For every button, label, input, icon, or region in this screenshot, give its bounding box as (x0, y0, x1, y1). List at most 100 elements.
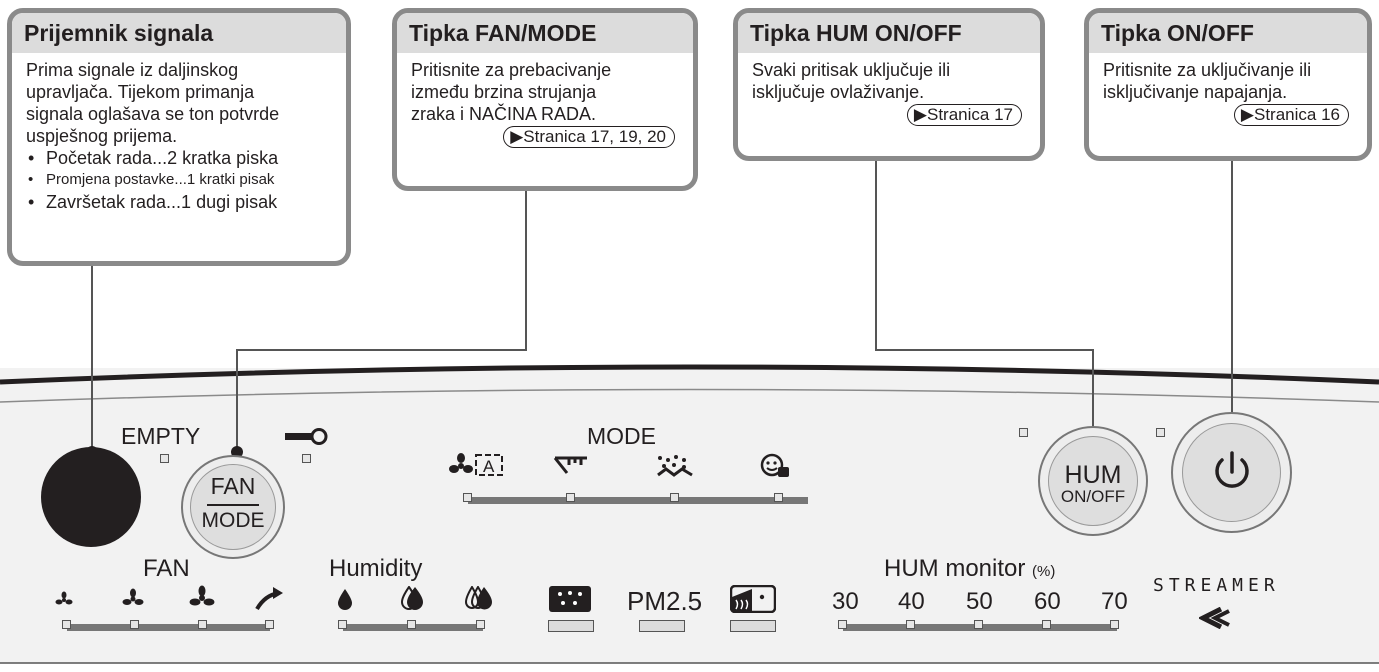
callout-bullet: Početak rada...2 kratka piska (26, 147, 334, 169)
humidity-low-drop-icon (338, 589, 352, 610)
callout-hum-onoff: Tipka HUM ON/OFF Svaki pritisak uključuj… (733, 8, 1045, 161)
mode-indicator (774, 493, 783, 502)
callout-line: signala oglašava se ton potvrde (26, 104, 280, 124)
mode-label: MODE (587, 423, 656, 449)
hum-onoff-button[interactable]: HUM ON/OFF (1038, 426, 1148, 536)
callout-line: zraka i NAČINA RADA. (411, 104, 597, 124)
hum-monitor-indicator (906, 620, 915, 629)
power-icon (1215, 451, 1249, 488)
callout-title: Tipka HUM ON/OFF (738, 13, 1040, 53)
pm25-lamp (639, 620, 685, 632)
dust-sensor-lamp (548, 620, 594, 632)
fan-mode-button[interactable]: FAN MODE (181, 455, 285, 559)
key-lock-icon (285, 428, 328, 445)
callout-line: upravljača. Tijekom primanja (26, 82, 255, 102)
callout-bullet: Promjena postavke...1 kratki pisak (26, 169, 334, 191)
mode-indicator (566, 493, 575, 502)
pollen-icon (553, 456, 587, 474)
fan-auto-icon: A (449, 453, 503, 476)
svg-text:A: A (483, 457, 495, 476)
hum-onoff-button-face[interactable] (1048, 436, 1138, 526)
dust-sensor-icon (549, 586, 591, 612)
hum-value: 50 (966, 588, 993, 615)
hum-monitor-unit: (%) (1032, 563, 1056, 580)
hum-monitor-indicator (974, 620, 983, 629)
hum-monitor-indicator (1110, 620, 1119, 629)
callout-body: Svaki pritisak uključuje ili isključuje … (738, 53, 1040, 126)
humidity-label: Humidity (329, 555, 423, 582)
callout-line: Svaki pritisak uključuje ili (752, 60, 951, 80)
empty-indicator (160, 454, 169, 463)
fan-indicator-bar (67, 624, 270, 631)
callout-title: Tipka ON/OFF (1089, 13, 1367, 53)
fan-mode-button-top: FAN (210, 473, 256, 499)
empty-label: EMPTY (121, 423, 201, 449)
fan-standard-icon (189, 585, 215, 606)
pm25-label: PM2.5 (627, 586, 703, 616)
humidity-indicator (476, 620, 485, 629)
leader-line-fan (236, 191, 527, 452)
fan-low-icon (122, 588, 144, 605)
callout-body: Prima signale iz daljinskog upravljača. … (12, 53, 346, 213)
panel-top-edge (0, 364, 1379, 385)
odor-sensor-icon (730, 585, 776, 613)
hum-monitor-label: HUM monitor (%) (884, 555, 1055, 583)
page-reference: ▶Stranica 17 (906, 104, 1022, 126)
humidity-indicator (338, 620, 347, 629)
odor-sensor-lamp (730, 620, 776, 632)
callout-title: Tipka FAN/MODE (397, 13, 693, 53)
fan-indicator (265, 620, 274, 629)
humidity-high-drop-icon (464, 586, 492, 610)
mode-indicator (463, 493, 472, 502)
hum-monitor-indicator (1042, 620, 1051, 629)
leader-line-hum (875, 161, 1094, 452)
power-button[interactable] (1171, 412, 1292, 533)
callout-line: isključuje ovlaživanje. (752, 82, 925, 102)
dust-icon (657, 455, 693, 477)
callout-signal-receiver: Prijemnik signala Prima signale iz dalji… (7, 8, 351, 266)
page-reference: ▶Stranica 16 (1233, 104, 1349, 126)
hum-monitor-title: HUM monitor (884, 555, 1026, 582)
mode-indicator-bar (468, 497, 808, 504)
panel-top-edge-inner (0, 388, 1379, 403)
callout-line: Pritisnite za uključivanje ili (1103, 60, 1312, 80)
fan-indicator (130, 620, 139, 629)
callout-line: Pritisnite za prebacivanje (411, 60, 612, 80)
callout-power-onoff: Tipka ON/OFF Pritisnite za uključivanje … (1084, 8, 1372, 161)
streamer-label: STREAMER (1153, 575, 1280, 596)
hum-value: 60 (1034, 588, 1061, 615)
fan-label: FAN (143, 555, 190, 582)
hum-value: 70 (1101, 588, 1128, 615)
hum-indicator (1019, 428, 1028, 437)
power-indicator (1156, 428, 1165, 437)
callout-fan-mode: Tipka FAN/MODE Pritisnite za prebacivanj… (392, 8, 698, 191)
power-button-face[interactable] (1182, 423, 1281, 522)
hum-onoff-button-bottom: ON/OFF (1060, 487, 1126, 506)
daikin-logo-icon (1199, 607, 1230, 629)
page-reference: ▶Stranica 17, 19, 20 (503, 126, 675, 148)
callout-line: Prima signale iz daljinskog (26, 60, 239, 80)
callout-title: Prijemnik signala (12, 13, 346, 53)
callout-line: isključivanje napajanja. (1103, 82, 1288, 102)
hum-value: 40 (898, 588, 925, 615)
hum-onoff-button-top: HUM (1064, 461, 1122, 489)
mode-indicator (670, 493, 679, 502)
callout-line: uspješnog prijema. (26, 126, 178, 146)
fan-quiet-icon (55, 591, 73, 605)
fan-mode-button-face[interactable] (190, 464, 276, 550)
callout-body: Pritisnite za prebacivanje između brzina… (397, 53, 693, 148)
fan-indicator (62, 620, 71, 629)
key-lock-indicator (302, 454, 311, 463)
fan-mode-button-bottom: MODE (201, 509, 265, 532)
humidity-indicator (407, 620, 416, 629)
hum-value: 30 (832, 588, 859, 615)
hum-monitor-indicator (838, 620, 847, 629)
callout-line: između brzina strujanja (411, 82, 597, 102)
economy-icon (760, 453, 789, 477)
humidity-medium-drop-icon (400, 586, 423, 610)
signal-receiver (41, 447, 141, 547)
fan-turbo-icon (255, 587, 283, 611)
callout-bullet: Završetak rada...1 dugi pisak (26, 191, 334, 213)
fan-mode-button-divider (207, 504, 259, 506)
